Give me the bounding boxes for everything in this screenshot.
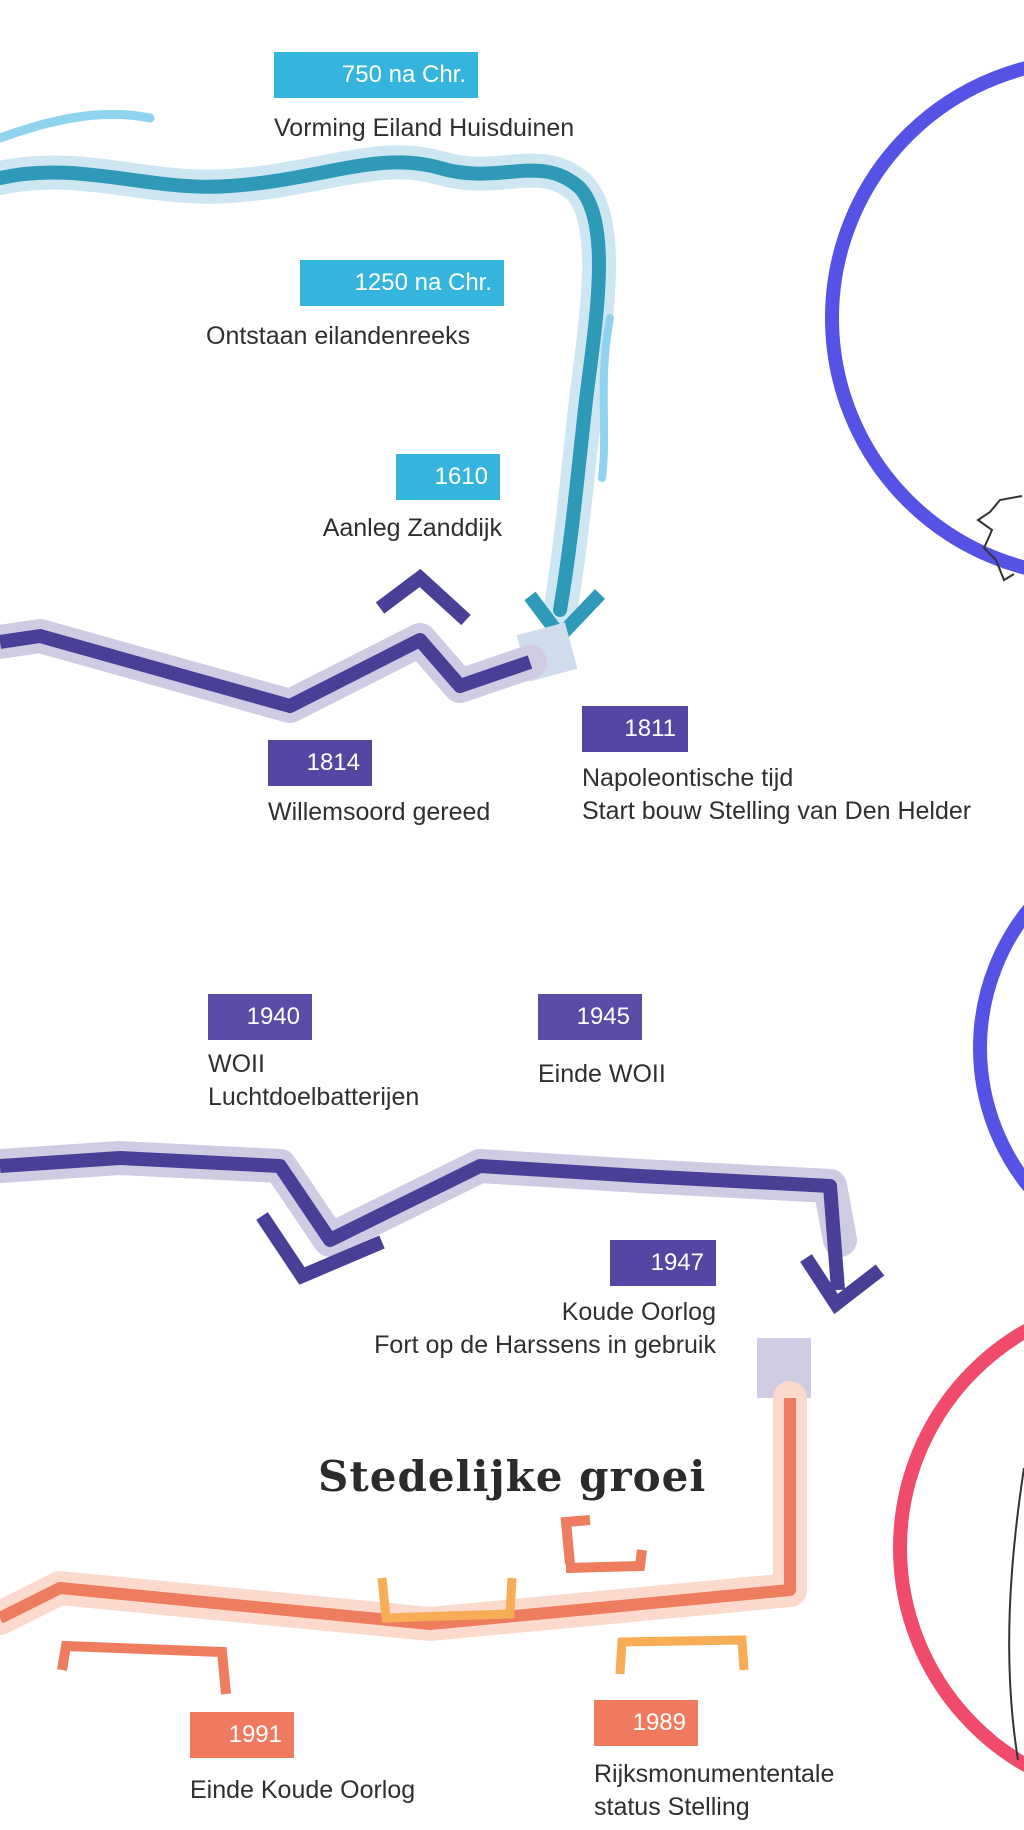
chevron-military-1	[375, 568, 471, 626]
path-military-2	[0, 1151, 845, 1291]
event-1814-line-1: Willemsoord gereed	[268, 798, 491, 826]
badge-1814: 1814	[268, 740, 372, 786]
badge-1940: 1940	[208, 994, 312, 1040]
river-water	[0, 155, 606, 617]
event-750-description: Vorming Eiland Huisduinen	[274, 112, 574, 145]
badge-1989: 1989	[594, 1700, 698, 1746]
event-1610-description: Aanleg Zanddijk	[270, 512, 502, 545]
badge-1811: 1811	[582, 706, 688, 752]
badge-1610: 1610	[396, 454, 500, 500]
path-military-2-arrowhead	[800, 1254, 885, 1315]
era-circle-urban	[893, 1324, 1024, 1772]
wave-accent-right	[598, 314, 614, 482]
event-1947-description: Koude Oorlog Fort op de Harssens in gebr…	[320, 1296, 716, 1362]
badge-750: 750 na Chr.	[274, 52, 478, 98]
event-1989-line-2: status Stelling	[594, 1793, 750, 1821]
map-outline-fragment	[976, 495, 1023, 582]
event-1814-description: Willemsoord gereed	[268, 796, 490, 829]
event-1940-description: WOII Luchtdoelbatterijen	[208, 1048, 419, 1114]
event-1989-description: Rijksmonumententale status Stelling	[594, 1758, 834, 1824]
event-1945-description: Einde WOII	[538, 1058, 666, 1091]
event-1991-line-1: Einde Koude Oorlog	[190, 1776, 416, 1804]
event-1947-line-1: Koude Oorlog	[561, 1298, 716, 1326]
bracket-urban-3	[565, 1549, 647, 1573]
badge-1947: 1947	[610, 1240, 716, 1286]
event-1991-description: Einde Koude Oorlog	[190, 1774, 415, 1807]
badge-1250: 1250 na Chr.	[300, 260, 504, 306]
chevron-military-2	[256, 1212, 385, 1285]
section-title: Stedelijke groei	[318, 1452, 707, 1501]
era-circle-water	[825, 61, 1024, 575]
era-circle-military	[973, 904, 1024, 1192]
bracket-urban-1	[57, 1640, 231, 1695]
badge-1991: 1991	[190, 1712, 294, 1758]
path-urban	[0, 1398, 796, 1630]
event-1811-line-2: Start bouw Stelling van Den Helder	[582, 797, 972, 825]
bracket-orange-1	[377, 1577, 517, 1623]
badge-1945: 1945	[538, 994, 642, 1040]
path-military-1	[0, 629, 533, 713]
event-750-line-1: Vorming Eiland Huisduinen	[274, 114, 575, 142]
event-1811-line-1: Napoleontische tijd	[582, 764, 794, 792]
event-1940-line-1: WOII	[208, 1050, 265, 1078]
bracket-orange-2	[615, 1635, 749, 1675]
map-outline-fragment-2	[1008, 1467, 1024, 1761]
event-1940-line-2: Luchtdoelbatterijen	[208, 1083, 420, 1111]
event-1250-line-1: Ontstaan eilandenreeks	[206, 322, 471, 350]
wave-accent	[0, 109, 155, 143]
event-1610-line-1: Aanleg Zanddijk	[322, 514, 502, 542]
event-1989-line-1: Rijksmonumententale	[594, 1760, 835, 1788]
event-1811-description: Napoleontische tijd Start bouw Stelling …	[582, 762, 971, 828]
event-1250-description: Ontstaan eilandenreeks	[206, 320, 470, 353]
event-1947-line-2: Fort op de Harssens in gebruik	[374, 1331, 716, 1359]
bracket-urban-2	[560, 1515, 591, 1565]
event-1945-line-1: Einde WOII	[538, 1060, 666, 1088]
